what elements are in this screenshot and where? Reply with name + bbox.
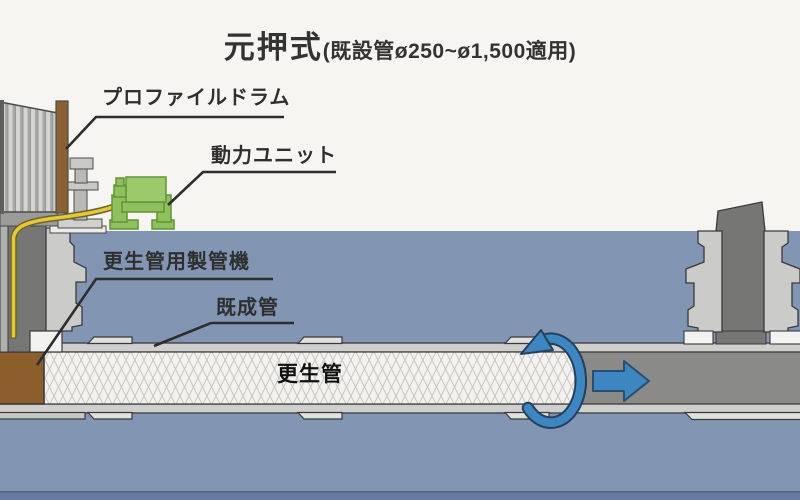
- direction-arrow-icon: [592, 360, 650, 402]
- title-main: 元押式: [223, 30, 323, 65]
- rehab-liner: [43, 351, 576, 405]
- leader-lines: [35, 115, 336, 366]
- pipe-bottom-wall: [0, 403, 800, 414]
- pipe-making-machine: [0, 351, 45, 405]
- pipe-joint-collars: [0, 336, 800, 421]
- diagram-title: 元押式(既設管ø250~ø1,500適用): [0, 22, 800, 67]
- left-manhole-wall: [45, 227, 87, 332]
- right-manhole: [683, 201, 800, 345]
- leader-profile-drum: [65, 115, 284, 150]
- title-sub: (既設管ø250~ø1,500適用): [322, 40, 577, 63]
- label-pipe-making-machine: 更生管用製管機: [103, 251, 250, 273]
- label-profile-drum: プロファイルドラム: [102, 87, 291, 109]
- leader-power-unit: [167, 170, 336, 206]
- leader-pipe-making-machine: [35, 277, 273, 366]
- label-rehab-pipe: 更生管: [277, 363, 343, 386]
- power-unit: [109, 176, 175, 230]
- hydraulic-hose: [10, 203, 117, 340]
- profile-drum: [0, 100, 69, 227]
- right-manhole-chimney: [715, 201, 767, 333]
- drum-support-post: [55, 100, 69, 214]
- label-power-unit: 動力ユニット: [211, 145, 337, 167]
- rotation-arrow-icon: [520, 329, 587, 429]
- leader-existing-pipe: [153, 321, 294, 348]
- label-existing-pipe: 既成管: [216, 297, 279, 319]
